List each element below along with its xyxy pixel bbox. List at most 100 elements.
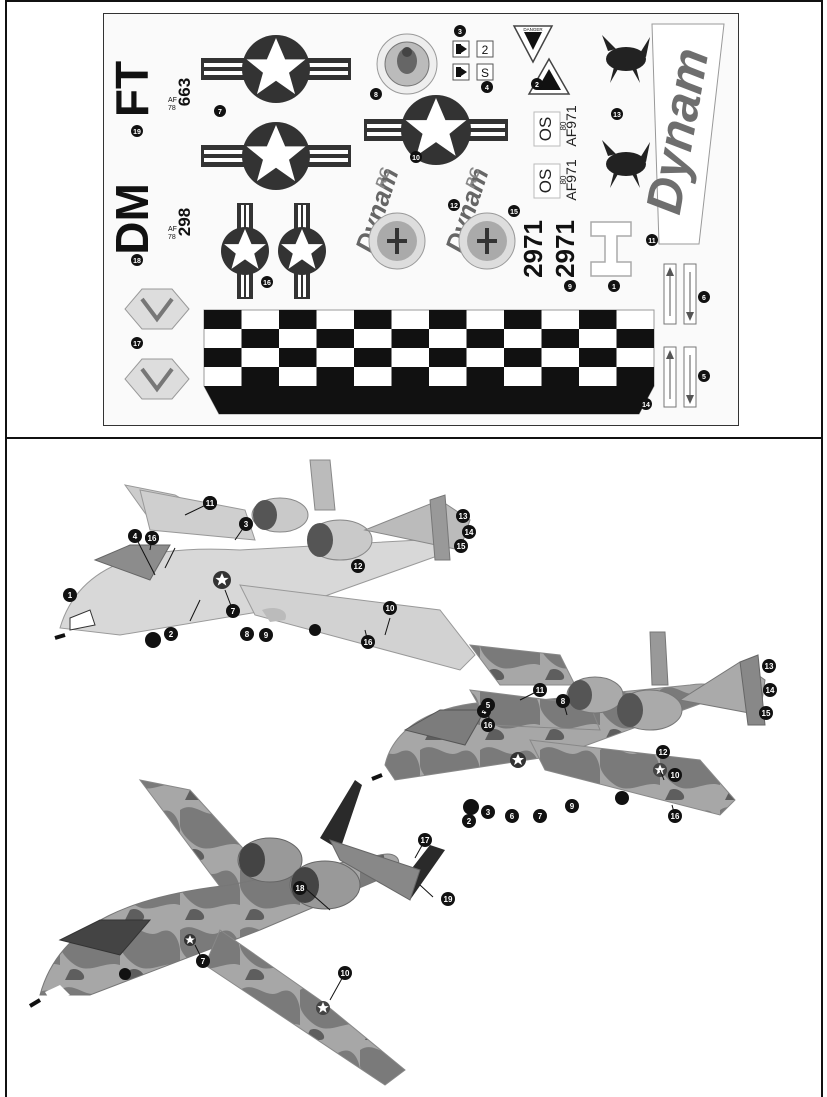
checker-square xyxy=(242,329,280,348)
aircraft-dark-camo-diagram xyxy=(30,780,445,1085)
svg-text:80: 80 xyxy=(559,121,568,130)
checker-square xyxy=(429,348,467,367)
sheet-callout-10: 10 xyxy=(410,151,422,163)
svg-text:12: 12 xyxy=(450,203,458,210)
svg-text:11: 11 xyxy=(206,499,215,508)
svg-text:8: 8 xyxy=(374,92,378,99)
svg-text:7: 7 xyxy=(538,812,543,821)
sheet-callout-12: 12 xyxy=(448,199,460,211)
sheet-callout-4: 4 xyxy=(481,81,493,93)
svg-text:10: 10 xyxy=(386,604,395,613)
diagram-callout-14: 14 xyxy=(763,683,777,697)
svg-text:8: 8 xyxy=(245,630,250,639)
decal-dm-tail-code: DM xyxy=(106,183,158,255)
svg-text:DM: DM xyxy=(106,183,158,255)
serial-2971-decal: 2971 2971 xyxy=(518,220,580,278)
sheet-callout-17: 17 xyxy=(131,337,143,349)
checker-square xyxy=(467,367,505,386)
sheet-callout-16: 16 xyxy=(261,276,273,288)
svg-text:16: 16 xyxy=(263,280,271,287)
os-serial-decal: OS OS AF971 80 AF971 80 xyxy=(534,105,579,200)
star-roundel-decal xyxy=(201,35,351,103)
diagram-callout-7: 7 xyxy=(533,809,547,823)
svg-text:80: 80 xyxy=(559,175,568,184)
svg-text:11: 11 xyxy=(648,238,656,245)
svg-text:17: 17 xyxy=(421,836,430,845)
arrow-strip-decals xyxy=(664,264,696,407)
decal-sheet-drawing: FT 663 AF 78 DM 298 AF 78 xyxy=(104,14,740,427)
svg-text:2: 2 xyxy=(535,82,539,89)
checker-square xyxy=(579,348,617,367)
sheet-callout-7: 7 xyxy=(214,105,226,117)
diagram-callout-16: 16 xyxy=(361,635,375,649)
svg-text:10: 10 xyxy=(671,771,680,780)
svg-text:DANGER: DANGER xyxy=(523,27,543,32)
diagram-callout-8: 8 xyxy=(240,627,254,641)
checker-square xyxy=(354,310,392,329)
diagram-callout-18: 18 xyxy=(293,881,307,895)
sheet-callout-14: 14 xyxy=(640,398,652,410)
decal-dm-af: AF xyxy=(168,226,177,233)
dynam-rc-decal: Dynam RC xyxy=(349,164,425,269)
decal-ft-serial: 663 xyxy=(175,78,194,106)
checker-square xyxy=(242,367,280,386)
diagram-callout-6: 6 xyxy=(505,809,519,823)
svg-text:OS: OS xyxy=(536,169,555,194)
sheet-callout-6: 6 xyxy=(698,291,710,303)
diagram-callout-16: 16 xyxy=(481,718,495,732)
sheet-callout-19: 19 xyxy=(131,125,143,137)
checker-square xyxy=(504,348,542,367)
decal-dm-year: 78 xyxy=(168,234,176,241)
sheet-callout-15: 15 xyxy=(508,205,520,217)
svg-text:7: 7 xyxy=(231,607,236,616)
checker-square xyxy=(542,329,580,348)
dynam-large-decal: Dynam xyxy=(635,24,724,244)
svg-text:18: 18 xyxy=(296,884,305,893)
svg-text:13: 13 xyxy=(765,662,774,671)
checker-square xyxy=(392,329,430,348)
svg-text:S: S xyxy=(481,66,489,80)
svg-text:14: 14 xyxy=(642,402,650,409)
diagram-callout-2: 2 xyxy=(164,627,178,641)
checker-square xyxy=(279,348,317,367)
diagram-callout-7: 7 xyxy=(196,954,210,968)
sheet-callout-18: 18 xyxy=(131,254,143,266)
svg-text:11: 11 xyxy=(536,686,545,695)
diagram-callout-5: 5 xyxy=(481,698,495,712)
diagram-callout-10: 10 xyxy=(668,768,682,782)
diagram-callout-10: 10 xyxy=(383,601,397,615)
svg-text:2971: 2971 xyxy=(518,220,548,278)
svg-text:2: 2 xyxy=(467,817,472,826)
diagram-callout-3: 3 xyxy=(239,517,253,531)
svg-text:2971: 2971 xyxy=(550,220,580,278)
diagram-callout-11: 11 xyxy=(533,683,547,697)
diagram-callout-16: 16 xyxy=(668,809,682,823)
svg-text:9: 9 xyxy=(570,802,575,811)
svg-text:16: 16 xyxy=(364,638,373,647)
svg-text:18: 18 xyxy=(133,258,141,265)
aircraft-diagrams: 1234567891011121314151616234567891011121… xyxy=(0,440,827,1097)
svg-text:3: 3 xyxy=(244,520,249,529)
svg-text:9: 9 xyxy=(568,284,572,291)
checker-square xyxy=(354,348,392,367)
diagram-callout-7: 7 xyxy=(226,604,240,618)
diagram-callout-16: 16 xyxy=(145,531,159,545)
svg-text:7: 7 xyxy=(218,109,222,116)
checker-square xyxy=(392,367,430,386)
checker-square xyxy=(204,310,242,329)
sheet-callout-3: 3 xyxy=(454,25,466,37)
diagram-callout-15: 15 xyxy=(454,539,468,553)
svg-text:9: 9 xyxy=(264,631,269,640)
svg-text:15: 15 xyxy=(762,709,771,718)
checker-square xyxy=(429,310,467,329)
svg-text:5: 5 xyxy=(486,701,491,710)
diagram-callout-12: 12 xyxy=(656,745,670,759)
decal-dm-serial: 298 xyxy=(175,208,194,236)
decal-ft-year: 78 xyxy=(168,105,176,112)
diagram-callout-4: 4 xyxy=(128,529,142,543)
checkerboard-decal xyxy=(204,310,654,414)
star-roundel-decal xyxy=(201,122,351,190)
diagram-callout-9: 9 xyxy=(259,628,273,642)
checker-square xyxy=(617,367,655,386)
svg-text:8: 8 xyxy=(561,697,566,706)
